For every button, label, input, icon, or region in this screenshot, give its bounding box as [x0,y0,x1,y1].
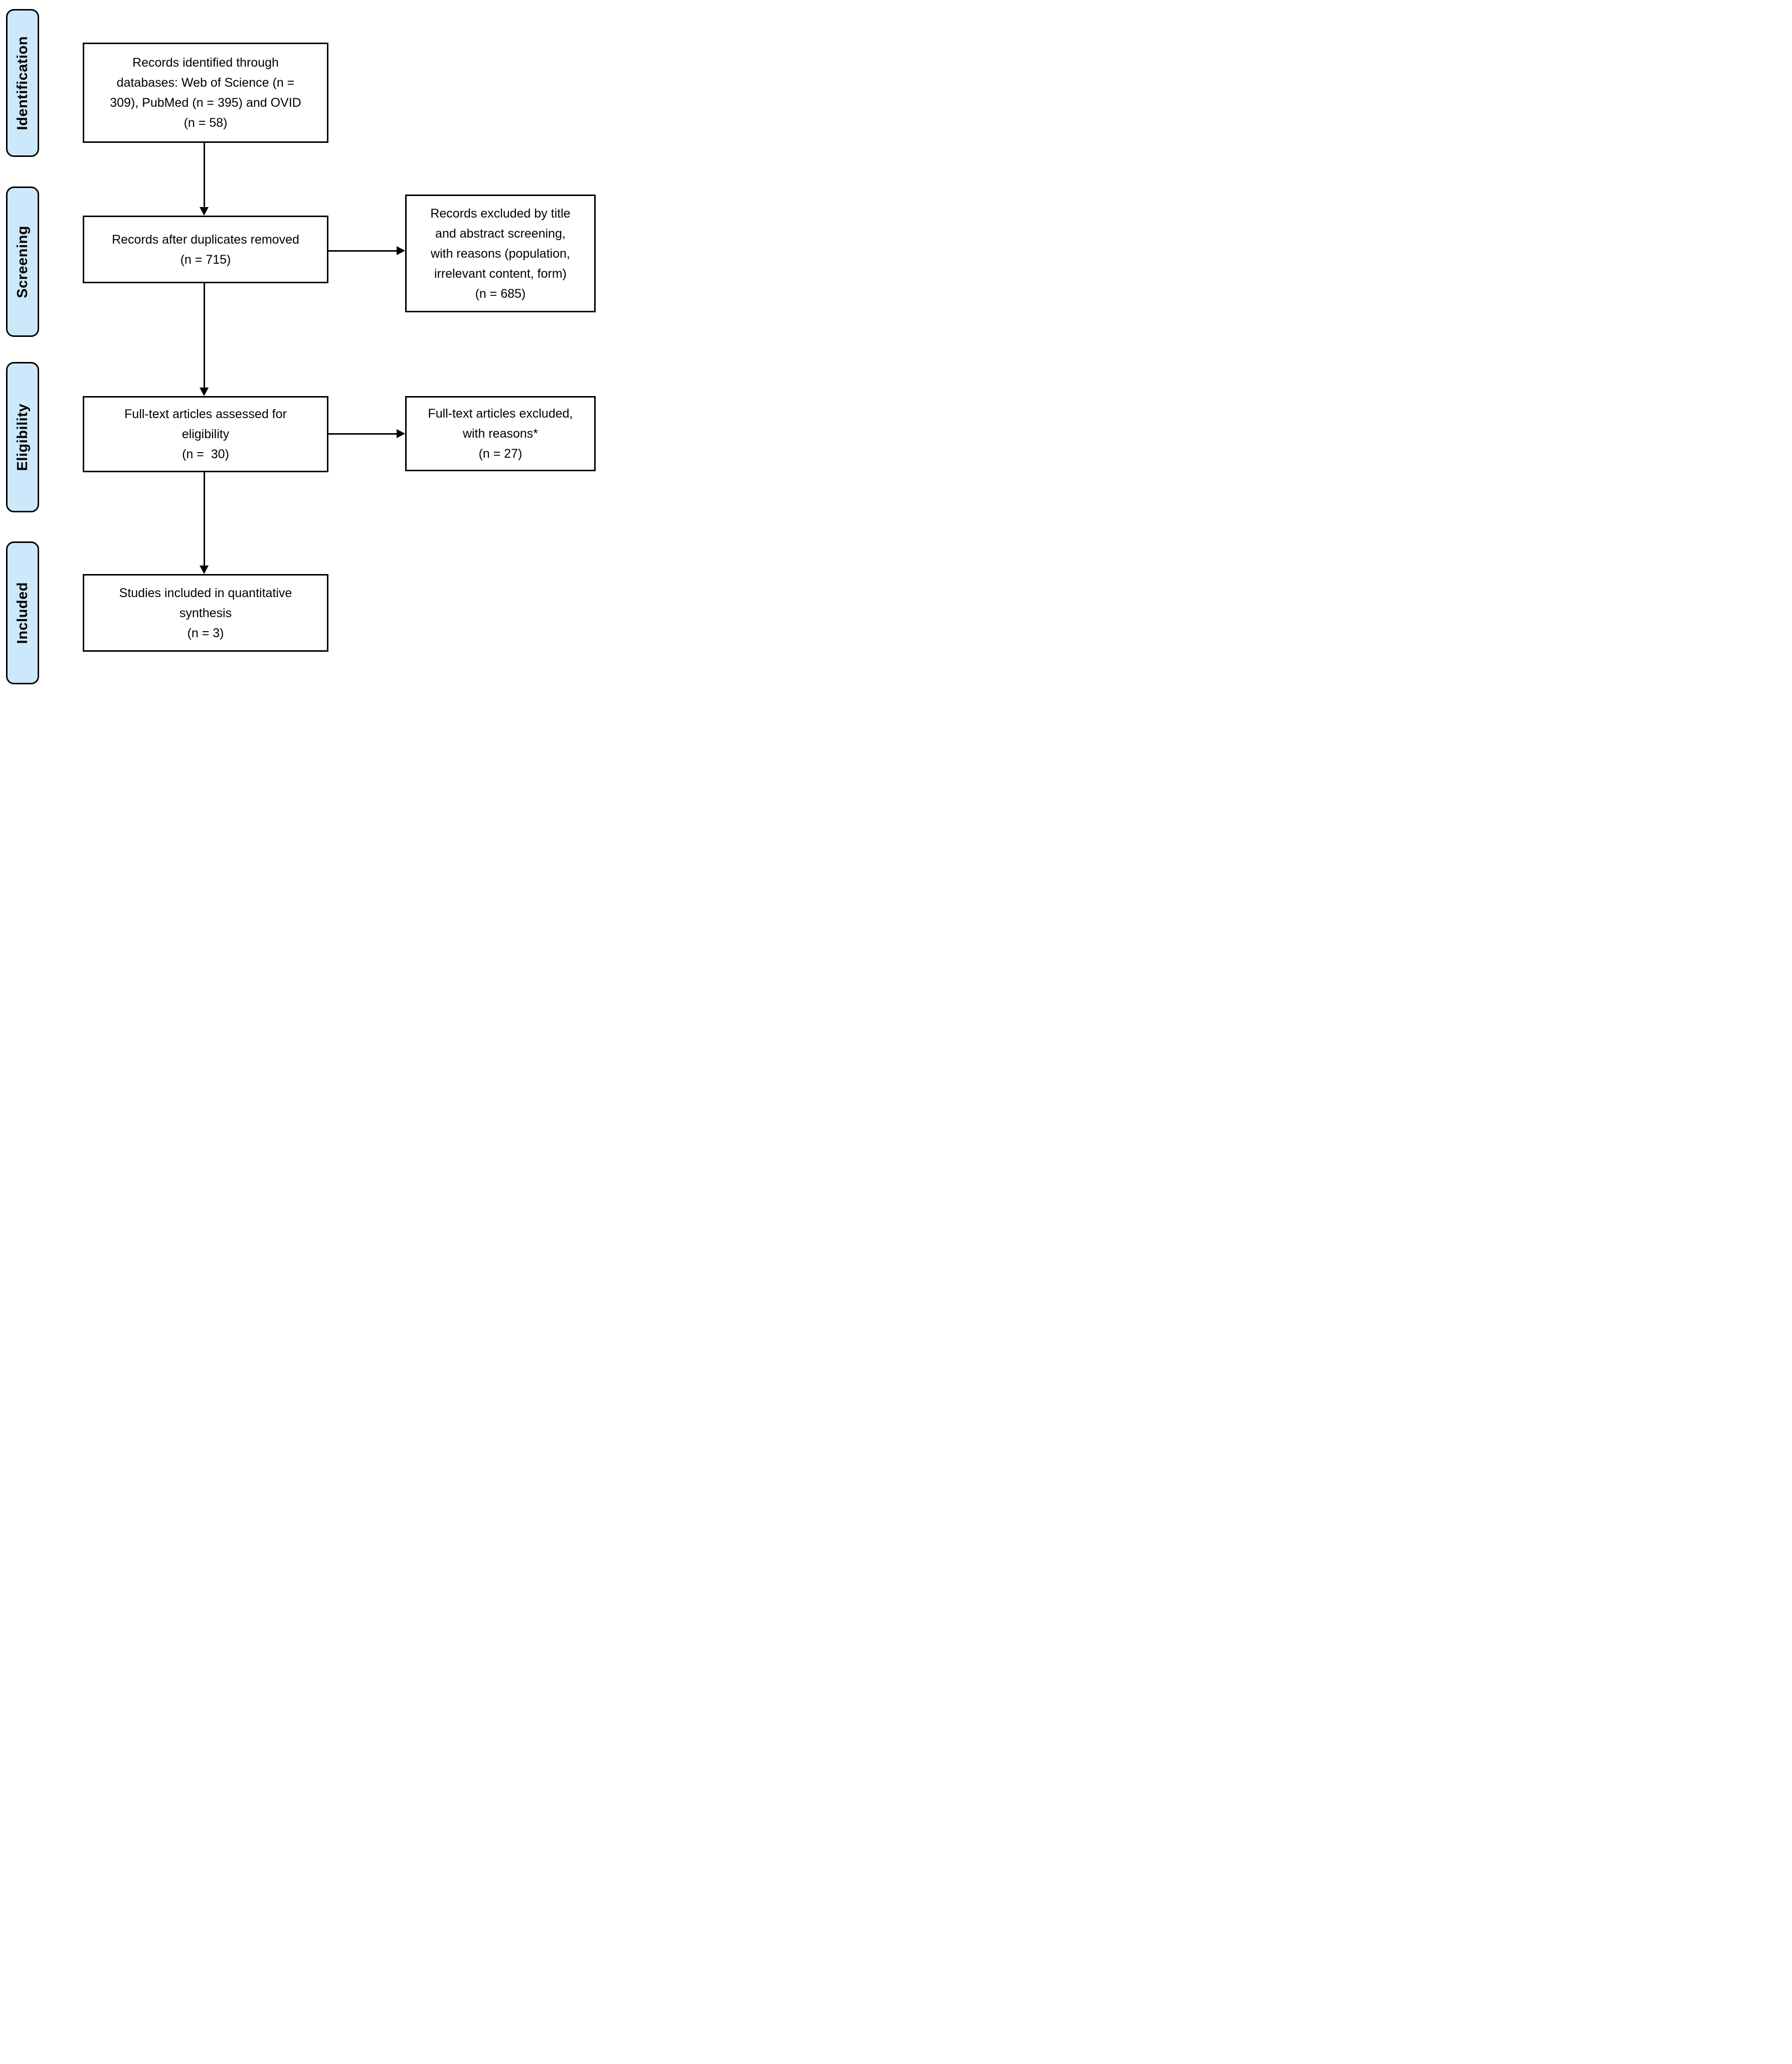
records-identified-text: Records identified through databases: We… [110,56,301,130]
stage-tab-identification: Identification [6,9,39,157]
stage-tab-eligibility: Eligibility [6,362,39,512]
stage-label-included: Included [14,582,31,644]
flow-box-fulltext-assessed: Full-text articles assessed for eligibil… [83,396,328,472]
duplicates-removed-text: Records after duplicates removed (n = 71… [112,232,299,267]
arrow-down-head-icon [200,566,209,574]
stage-tab-included: Included [6,541,39,684]
prisma-flow-diagram: Identification Screening Eligibility Inc… [0,0,597,688]
arrow-down-head-icon [200,388,209,396]
stage-label-identification: Identification [14,36,31,130]
stage-label-eligibility: Eligibility [14,403,31,471]
fulltext-excluded-text: Full-text articles excluded, with reason… [428,407,573,461]
stage-label-screening: Screening [14,225,31,298]
arrow-line [328,433,397,435]
flow-box-studies-included: Studies included in quantitative synthes… [83,574,328,652]
flow-box-records-identified: Records identified through databases: We… [83,43,328,143]
records-excluded-text: Records excluded by title and abstract s… [430,206,571,301]
arrow-right-head-icon [397,429,405,438]
arrow-down-head-icon [200,207,209,216]
fulltext-assessed-text: Full-text articles assessed for eligibil… [124,407,287,461]
studies-included-text: Studies included in quantitative synthes… [119,586,292,640]
arrow-line [204,283,205,389]
arrow-right-head-icon [397,246,405,255]
flow-box-fulltext-excluded: Full-text articles excluded, with reason… [405,396,596,471]
arrow-line [204,472,205,566]
flow-box-duplicates-removed: Records after duplicates removed (n = 71… [83,216,328,283]
arrow-line [204,143,205,208]
stage-tab-screening: Screening [6,186,39,337]
arrow-line [328,250,397,252]
flow-box-records-excluded: Records excluded by title and abstract s… [405,195,596,312]
